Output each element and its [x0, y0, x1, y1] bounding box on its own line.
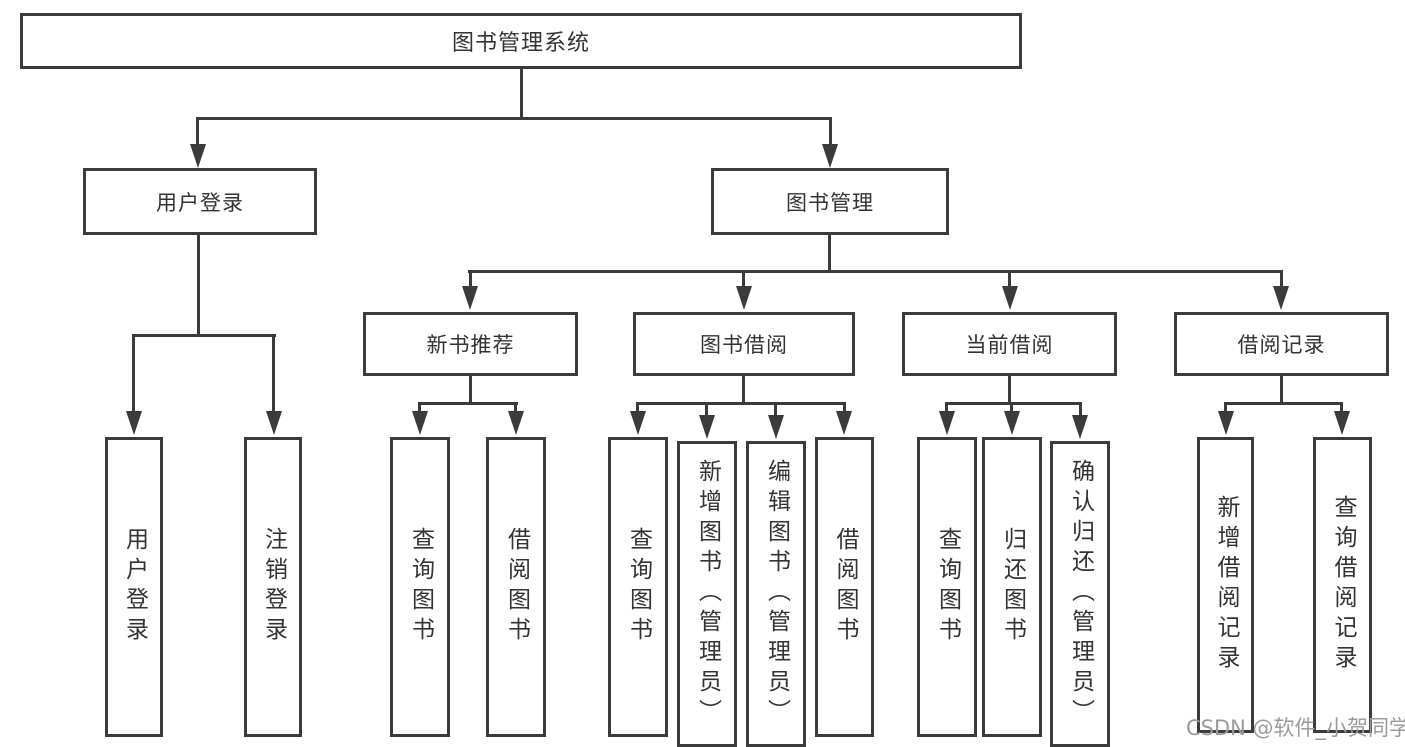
arrow-down-icon	[939, 411, 955, 435]
arrow-down-icon	[190, 144, 206, 168]
node-book-borrowing: 图书借阅	[633, 312, 855, 376]
connector-line	[636, 402, 846, 405]
leaf-add-books-admin: 新增图书（管理员）	[677, 441, 737, 747]
connector-line	[828, 235, 831, 273]
connector-line	[418, 402, 518, 405]
node-user-login: 用户登录	[83, 168, 317, 235]
connector-line	[945, 402, 1082, 405]
leaf-edit-books-admin: 编辑图书（管理员）	[746, 441, 806, 747]
connector-line	[1079, 402, 1082, 415]
leaf-borrow-books-1: 借阅图书	[486, 437, 546, 737]
leaf-query-books-1: 查询图书	[390, 437, 450, 737]
arrow-down-icon	[1002, 286, 1018, 310]
node-new-book-recommend: 新书推荐	[363, 312, 578, 376]
leaf-query-books-2: 查询图书	[608, 437, 668, 737]
connector-line	[945, 402, 948, 412]
connector-line	[132, 334, 135, 411]
leaf-query-books-3: 查询图书	[917, 437, 977, 737]
node-current-borrowing-label: 当前借阅	[965, 333, 1054, 357]
node-current-borrowing: 当前借阅	[902, 312, 1117, 376]
connector-line	[843, 402, 846, 412]
leaf-edit-books-admin-label: 编辑图书（管理员）	[763, 459, 790, 729]
arrow-down-icon	[126, 411, 142, 435]
connector-line	[1224, 402, 1227, 412]
leaf-add-borrow-record: 新增借阅记录	[1197, 437, 1254, 733]
connector-line	[829, 117, 832, 145]
leaf-confirm-return-admin: 确认归还（管理员）	[1050, 441, 1110, 747]
arrow-down-icon	[1218, 411, 1234, 435]
leaf-borrow-books-1-label: 借阅图书	[503, 527, 530, 647]
node-borrowing-records: 借阅记录	[1174, 312, 1389, 376]
leaf-query-books-3-label: 查询图书	[934, 527, 961, 647]
connector-line	[1280, 376, 1283, 404]
arrow-down-icon	[630, 411, 646, 435]
arrow-down-icon	[699, 415, 715, 439]
connector-line	[742, 376, 745, 404]
leaf-query-borrow-record: 查询借阅记录	[1313, 437, 1372, 733]
node-root-label: 图书管理系统	[451, 31, 590, 56]
connector-line	[705, 402, 708, 415]
connector-line	[774, 402, 777, 415]
connector-line	[1280, 270, 1283, 287]
leaf-query-books-1-label: 查询图书	[407, 527, 434, 647]
connector-line	[514, 402, 517, 412]
connector-line	[520, 68, 523, 118]
arrow-down-icon	[822, 144, 838, 168]
arrow-down-icon	[266, 411, 282, 435]
node-book-management: 图书管理	[711, 168, 949, 235]
leaf-return-books: 归还图书	[982, 437, 1042, 737]
leaf-add-books-admin-label: 新增图书（管理员）	[694, 459, 721, 729]
connector-line	[1340, 402, 1343, 412]
leaf-query-books-2-label: 查询图书	[625, 527, 652, 647]
leaf-logout: 注销登录	[244, 437, 302, 737]
node-root: 图书管理系统	[20, 13, 1022, 69]
node-user-login-label: 用户登录	[156, 190, 244, 215]
arrow-down-icon	[736, 286, 752, 310]
arrow-down-icon	[836, 411, 852, 435]
leaf-return-books-label: 归还图书	[999, 527, 1026, 647]
leaf-user-login-label: 用户登录	[121, 527, 148, 647]
connector-line	[1010, 402, 1013, 412]
leaf-add-borrow-record-label: 新增借阅记录	[1213, 495, 1239, 675]
arrow-down-icon	[412, 411, 428, 435]
connector-line	[636, 402, 639, 412]
arrow-down-icon	[462, 286, 478, 310]
arrow-down-icon	[768, 415, 784, 439]
arrow-down-icon	[508, 411, 524, 435]
connector-line	[469, 270, 472, 287]
connector-line	[1008, 270, 1011, 287]
csdn-watermark: CSDN @软件_小贺同学	[1186, 716, 1405, 740]
connector-line	[469, 376, 472, 404]
connector-line	[132, 334, 276, 337]
connector-line	[196, 117, 832, 120]
leaf-confirm-return-admin-label: 确认归还（管理员）	[1067, 459, 1094, 729]
arrow-down-icon	[1072, 415, 1088, 439]
connector-line	[468, 270, 1283, 273]
connector-line	[742, 270, 745, 287]
arrow-down-icon	[1273, 286, 1289, 310]
leaf-borrow-books-2-label: 借阅图书	[832, 527, 858, 647]
connector-line	[272, 334, 275, 411]
node-book-management-label: 图书管理	[786, 190, 874, 215]
leaf-logout-label: 注销登录	[260, 527, 287, 647]
connector-line	[1008, 376, 1011, 404]
arrow-down-icon	[1334, 411, 1350, 435]
node-borrowing-records-label: 借阅记录	[1237, 333, 1326, 357]
connector-line	[1224, 402, 1343, 405]
arrow-down-icon	[1004, 411, 1020, 435]
leaf-query-borrow-record-label: 查询借阅记录	[1330, 495, 1356, 675]
leaf-borrow-books-2: 借阅图书	[815, 437, 874, 737]
leaf-user-login: 用户登录	[105, 437, 163, 737]
node-new-book-recommend-label: 新书推荐	[426, 333, 515, 357]
connector-line	[196, 117, 199, 145]
node-book-borrowing-label: 图书借阅	[700, 333, 788, 357]
connector-line	[197, 235, 200, 337]
connector-line	[418, 402, 421, 412]
